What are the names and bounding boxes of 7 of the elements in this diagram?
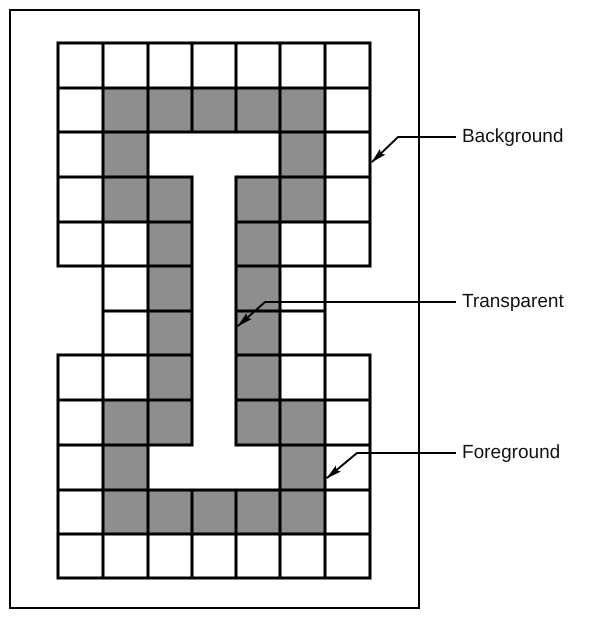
leader-line xyxy=(371,136,456,163)
leader-line xyxy=(237,301,456,327)
callout-label: Background xyxy=(462,126,564,148)
leader-line xyxy=(326,452,456,479)
shaded-cell xyxy=(278,444,326,492)
callout-label: Transparent xyxy=(462,291,564,313)
callout-label: Foreground xyxy=(462,442,560,464)
